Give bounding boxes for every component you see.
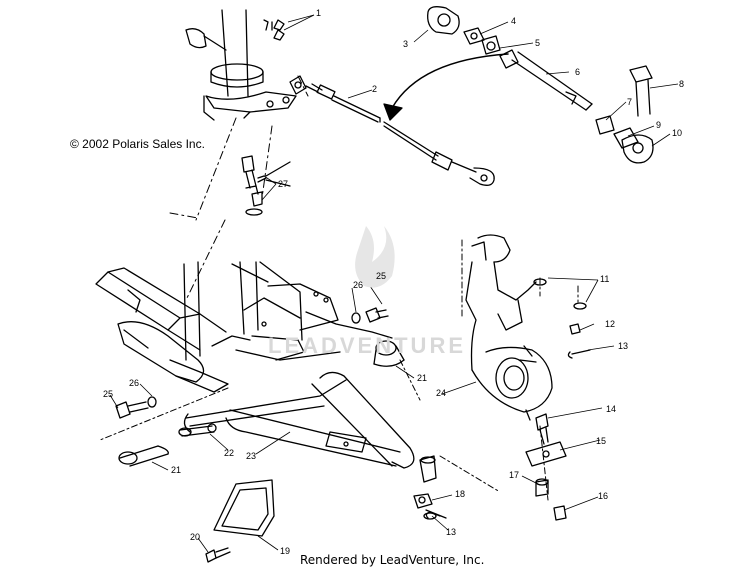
callout-26-upper: 26 (353, 280, 364, 290)
callout-1: 1 (316, 8, 322, 18)
jam-nut-7 (595, 115, 615, 135)
tie-rod-end-3 (427, 6, 460, 35)
callout-19: 19 (280, 546, 291, 556)
tie-rod-end-10 (621, 134, 654, 164)
callout-13-upper: 13 (618, 341, 629, 351)
callout-7: 7 (627, 97, 633, 107)
screw-20 (205, 547, 231, 563)
a-arm-guard-19 (213, 479, 275, 537)
jam-nut-5 (481, 35, 501, 55)
callout-21-lower: 21 (171, 465, 182, 475)
bolt-14 (535, 413, 549, 445)
callout-17: 17 (509, 470, 520, 480)
callout-2: 2 (372, 84, 378, 94)
callout-13-lower: 13 (446, 527, 457, 537)
copyright-notice: © 2002 Polaris Sales Inc. (70, 137, 205, 151)
jam-nut-4 (463, 27, 485, 45)
plate-15 (525, 441, 567, 467)
callout-18: 18 (455, 489, 466, 499)
callout-27: 27 (278, 179, 289, 189)
bolts-27 (241, 155, 291, 216)
bolt-16 (553, 505, 567, 521)
tie-rod-6 (511, 51, 593, 111)
a-arm-23 (183, 371, 415, 469)
sleeve-5 (499, 49, 519, 69)
callout-11: 11 (600, 274, 610, 284)
callout-16: 16 (598, 491, 609, 501)
tie-rod-end-9 (613, 127, 639, 149)
bolt-8 (629, 65, 653, 117)
callout-3: 3 (403, 39, 409, 49)
callout-25-lower: 25 (103, 389, 114, 399)
bolt-25-upper (365, 307, 389, 323)
bolt-25-lower (115, 401, 149, 419)
callout-4: 4 (511, 16, 517, 26)
callout-21-upper: 21 (417, 373, 428, 383)
callout-9: 9 (656, 120, 662, 130)
frame (95, 261, 393, 393)
callout-23: 23 (246, 451, 257, 461)
callout-26-lower: 26 (129, 378, 140, 388)
watermark-text: LEADVENTURE (268, 333, 467, 358)
ball-joint (413, 455, 447, 520)
callout-10: 10 (672, 128, 683, 138)
steering-post (185, 9, 297, 121)
bushing-21-upper (373, 340, 405, 367)
callout-15: 15 (596, 436, 607, 446)
callout-25-upper: 25 (376, 271, 387, 281)
tie-rod (289, 75, 495, 186)
callout-14: 14 (606, 404, 617, 414)
bushing-17 (535, 478, 549, 497)
rendered-by-footer: Rendered by LeadVenture, Inc. (300, 553, 485, 567)
pivot-tube-22 (178, 423, 217, 437)
callout-8: 8 (679, 79, 685, 89)
callout-20: 20 (190, 532, 201, 542)
callout-24: 24 (436, 388, 447, 398)
callout-6: 6 (575, 67, 581, 77)
spindle-24 (465, 234, 553, 421)
callout-5: 5 (535, 38, 541, 48)
callout-12: 12 (605, 319, 616, 329)
callout-22: 22 (224, 448, 235, 458)
bushing-21-lower (118, 445, 169, 467)
